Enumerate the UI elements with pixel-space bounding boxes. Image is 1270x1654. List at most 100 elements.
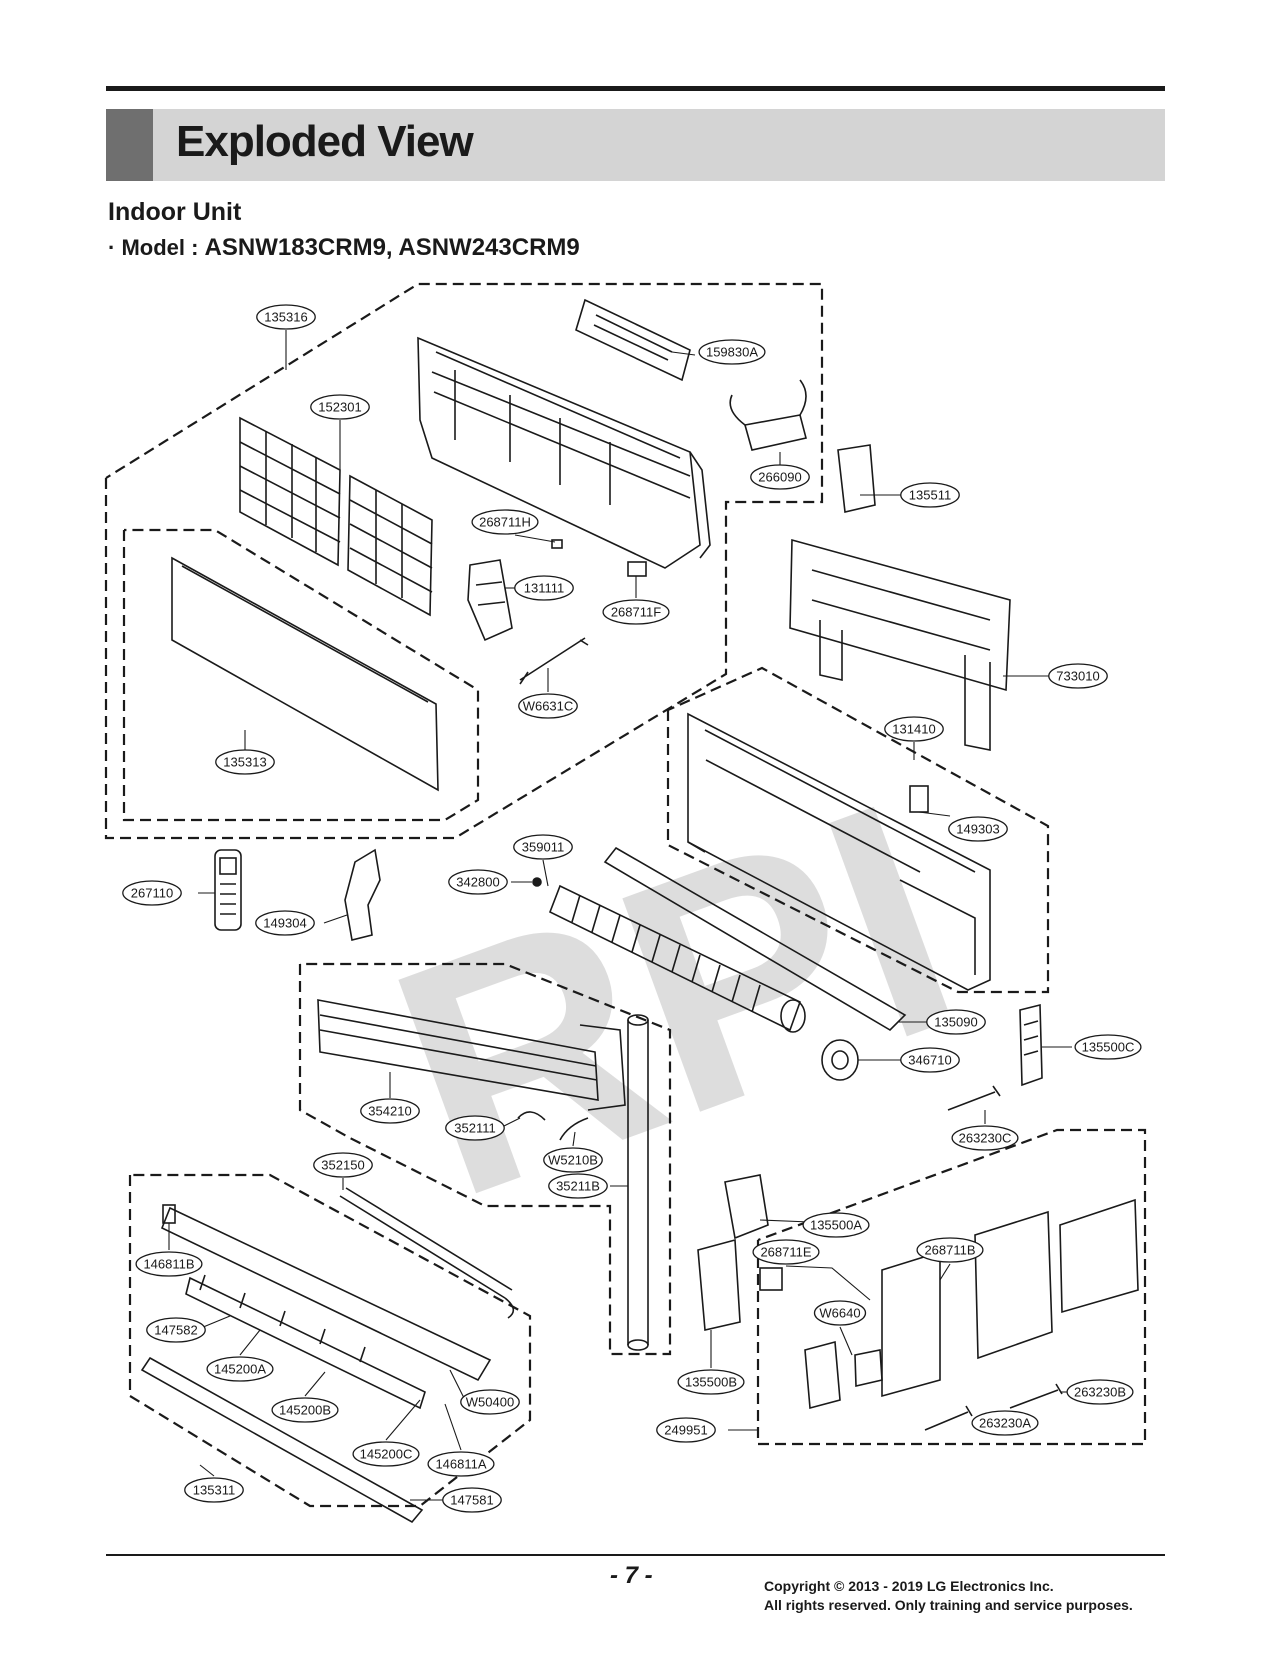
callout-733010: 733010 [1048, 663, 1108, 689]
leader-W6640 [839, 1326, 853, 1356]
model-line: · Model : ASNW183CRM9, ASNW243CRM9 [108, 234, 580, 262]
part-number-W50400: W50400 [466, 1395, 514, 1410]
front-grille-drawing [417, 336, 711, 569]
part-number-268711H: 268711H [479, 515, 531, 530]
bottom-rule [106, 1554, 1165, 1556]
part-drawings [140, 298, 1139, 1524]
callout-ellipse-135316 [256, 304, 316, 330]
callout-ellipse-135090 [926, 1009, 986, 1035]
part-number-268711F: 268711F [611, 605, 661, 620]
callout-W5210B: W5210B [543, 1147, 603, 1173]
callout-W6631C: W6631C [518, 693, 578, 719]
model-names: ASNW183CRM9, ASNW243CRM9 [204, 234, 580, 261]
callout-249951: 249951 [656, 1417, 716, 1443]
callout-135500B: 135500B [677, 1369, 745, 1395]
page-number: - 7 - [610, 1562, 653, 1589]
air-filter-drawing [239, 416, 433, 617]
callout-ellipse-352150 [313, 1152, 373, 1178]
part-number-268711E: 268711E [760, 1245, 811, 1260]
connecting-pipe-drawing [627, 1014, 649, 1351]
part-number-147582: 147582 [154, 1323, 197, 1338]
callout-359011: 359011 [513, 834, 573, 860]
part-number-149303: 149303 [956, 822, 999, 837]
part-number-266090: 266090 [758, 470, 801, 485]
sensor-263230b-drawing [1009, 1383, 1063, 1409]
callout-W6640: W6640 [813, 1300, 867, 1326]
harness-w6631c-drawing [519, 637, 589, 685]
leader-159830A [671, 351, 696, 356]
callout-145200C: 145200C [352, 1441, 420, 1467]
callout-342800: 342800 [448, 869, 508, 895]
copyright-line-2: All rights reserved. Only training and s… [764, 1597, 1133, 1613]
callout-ellipse-135313 [215, 749, 275, 775]
callout-131410: 131410 [884, 716, 944, 742]
callout-135511: 135511 [900, 482, 960, 508]
callout-ellipse-263230C [951, 1125, 1019, 1151]
callout-ellipse-352111 [445, 1115, 505, 1141]
callout-ellipse-152301 [310, 394, 370, 420]
callout-ellipse-149304 [255, 910, 315, 936]
callout-145200B: 145200B [271, 1397, 339, 1423]
leader-135500A [759, 1219, 811, 1223]
chassis-group-outline [666, 666, 1050, 994]
callout-ellipse-159830A [698, 339, 766, 365]
callout-ellipse-145200A [206, 1356, 274, 1382]
control-box-group-outline [756, 1128, 1147, 1446]
drain-pan-drawing [603, 846, 907, 1032]
callout-ellipse-149303 [948, 816, 1008, 842]
callout-ellipse-135500B [677, 1369, 745, 1395]
callout-ellipse-W6640 [813, 1300, 867, 1326]
part-number-135316: 135316 [264, 310, 307, 325]
part-number-263230B: 263230B [1074, 1385, 1126, 1400]
unit-subtitle: Indoor Unit [108, 198, 242, 226]
evaporator-group-outline [298, 962, 672, 1356]
pcb-268711h-drawing [551, 539, 563, 549]
part-number-145200C: 145200C [360, 1447, 413, 1462]
callout-ellipse-263230B [1066, 1379, 1134, 1405]
callout-267110: 267110 [122, 880, 182, 906]
part-number-W6640: W6640 [819, 1306, 860, 1321]
callout-152301: 152301 [310, 394, 370, 420]
part-number-145200A: 145200A [214, 1362, 266, 1377]
part-number-W5210B: W5210B [548, 1153, 598, 1168]
front-panel-drawing [171, 556, 439, 792]
part-number-135500B: 135500B [685, 1375, 737, 1390]
leader-268711E [785, 1265, 871, 1301]
control-box-drawing [804, 1198, 1139, 1410]
callout-ellipse-266090 [750, 464, 810, 490]
copyright-notice: Copyright © 2013 - 2019 LG Electronics I… [764, 1577, 1133, 1615]
callout-ellipse-35211B [548, 1173, 608, 1199]
part-number-135500C: 135500C [1082, 1040, 1135, 1055]
callout-ellipse-263230A [971, 1410, 1039, 1436]
callout-268711F: 268711F [602, 599, 670, 625]
air-guide-group-outline [128, 1173, 532, 1508]
pipe-352111-drawing [517, 1111, 546, 1121]
part-number-352150: 352150 [321, 1158, 364, 1173]
part-number-146811A: 146811A [435, 1457, 486, 1472]
callout-ellipse-145200B [271, 1397, 339, 1423]
leader-lines [168, 330, 1075, 1501]
callout-135316: 135316 [256, 304, 316, 330]
leader-149303 [918, 811, 951, 817]
callout-147582: 147582 [146, 1317, 206, 1343]
callout-ellipse-135500C [1074, 1034, 1142, 1060]
installation-plate-drawing [789, 538, 1011, 751]
callout-135500A: 135500A [802, 1212, 870, 1238]
leader-268711B [939, 1263, 951, 1281]
part-number-268711B: 268711B [924, 1243, 975, 1258]
callout-ellipse-131410 [884, 716, 944, 742]
part-number-135313: 135313 [223, 755, 266, 770]
part-number-733010: 733010 [1056, 669, 1099, 684]
callout-ellipse-342800 [448, 869, 508, 895]
callout-346710: 346710 [900, 1047, 960, 1073]
callout-ellipse-147581 [442, 1487, 502, 1513]
callout-ellipse-W6631C [518, 693, 578, 719]
callout-147581: 147581 [442, 1487, 502, 1513]
callout-352111: 352111 [445, 1115, 505, 1141]
cover-135500a-drawing [724, 1174, 769, 1240]
part-number-152301: 152301 [318, 400, 361, 415]
part-number-147581: 147581 [450, 1493, 493, 1508]
leader-146811A [444, 1403, 462, 1451]
callout-266090: 266090 [750, 464, 810, 490]
